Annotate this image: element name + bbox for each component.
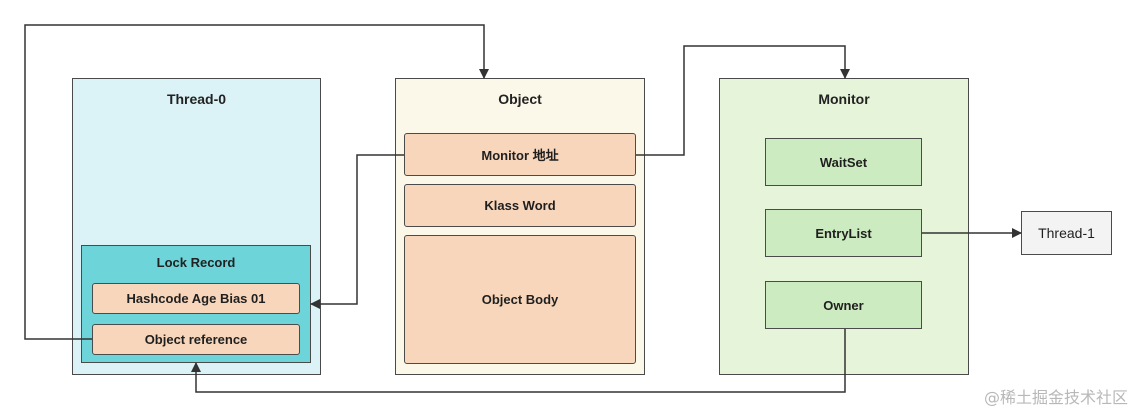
lock-record-hashcode-field: Hashcode Age Bias 01 — [92, 283, 300, 314]
monitor-waitset-field: WaitSet — [765, 138, 922, 186]
object-body-field: Object Body — [404, 235, 636, 364]
object-title: Object — [498, 91, 542, 107]
object-klass-word-field: Klass Word — [404, 184, 636, 227]
monitor-address-to-lock-record-arrow — [310, 154, 404, 309]
monitor-owner-field: Owner — [765, 281, 922, 329]
monitor-entrylist-field: EntryList — [765, 209, 922, 257]
thread-0-title: Thread-0 — [166, 91, 227, 107]
monitor-title: Monitor — [818, 91, 870, 107]
object-reference-arrow — [24, 24, 489, 340]
lock-record-object-reference-field: Object reference — [92, 324, 300, 355]
owner-arrow — [191, 329, 846, 393]
watermark-text: @稀土掘金技术社区 — [983, 388, 1128, 407]
object-monitor-address-field: Monitor 地址 — [404, 133, 636, 176]
monitor-address-arrow — [636, 45, 850, 156]
lock-record-title: Lock Record — [156, 255, 236, 270]
thread-1-box: Thread-1 — [1021, 211, 1112, 255]
